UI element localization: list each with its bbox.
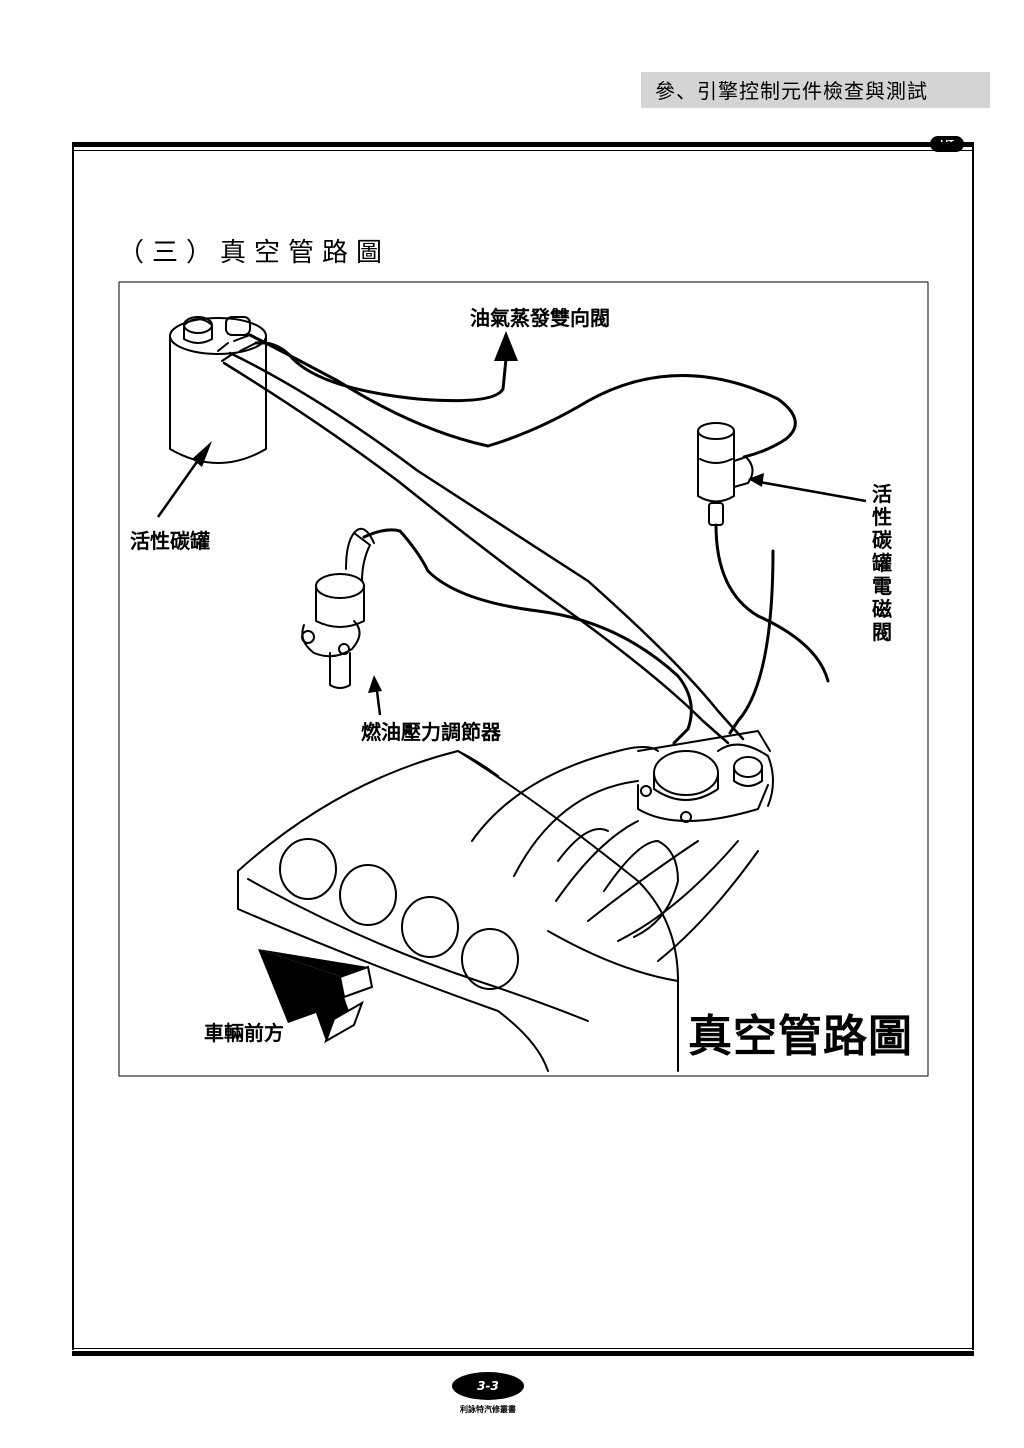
canister-drawing bbox=[169, 316, 267, 464]
page-number: 3-3 bbox=[452, 1372, 524, 1400]
frame-right-border bbox=[972, 147, 974, 1350]
label-canister-solenoid: 活性碳罐電磁閥 bbox=[872, 482, 892, 644]
bottom-rule bbox=[72, 1351, 974, 1356]
throttle-body-drawing bbox=[637, 743, 774, 823]
vehicle-front-arrow bbox=[258, 949, 374, 1044]
top-rule-thin bbox=[72, 150, 974, 151]
solenoid-drawing bbox=[697, 422, 754, 526]
bottom-rule-thin bbox=[72, 1348, 974, 1349]
frame-left-border bbox=[72, 147, 74, 1350]
top-rule bbox=[72, 142, 974, 147]
label-pressure-regulator: 燃油壓力調節器 bbox=[361, 720, 501, 744]
canister-arrow-head bbox=[192, 441, 212, 467]
regulator-drawing bbox=[301, 527, 375, 689]
diagram-drawing bbox=[118, 281, 929, 1077]
vacuum-hose-diagram: 油氣蒸發雙向閥 活性碳罐 活性碳罐電磁閥 燃油壓力調節器 車輛前方 真空管路圖 bbox=[118, 281, 929, 1077]
purge-valve-arrow bbox=[494, 331, 518, 361]
solenoid-arrow-head bbox=[748, 473, 764, 487]
publisher-name: 利詠特汽修叢書 bbox=[460, 1405, 516, 1414]
solenoid-leader bbox=[753, 479, 867, 503]
figure-title: 真空管路圖 bbox=[688, 1011, 913, 1062]
section-heading: （三）真空管路圖 bbox=[118, 238, 391, 268]
label-vehicle-front: 車輛前方 bbox=[204, 1021, 284, 1045]
regulator-arrow-head bbox=[368, 675, 382, 693]
label-purge-valve: 油氣蒸發雙向閥 bbox=[470, 306, 610, 330]
label-canister: 活性碳罐 bbox=[130, 529, 210, 553]
chapter-title: 參、引擎控制元件檢查與測試 bbox=[641, 72, 990, 108]
